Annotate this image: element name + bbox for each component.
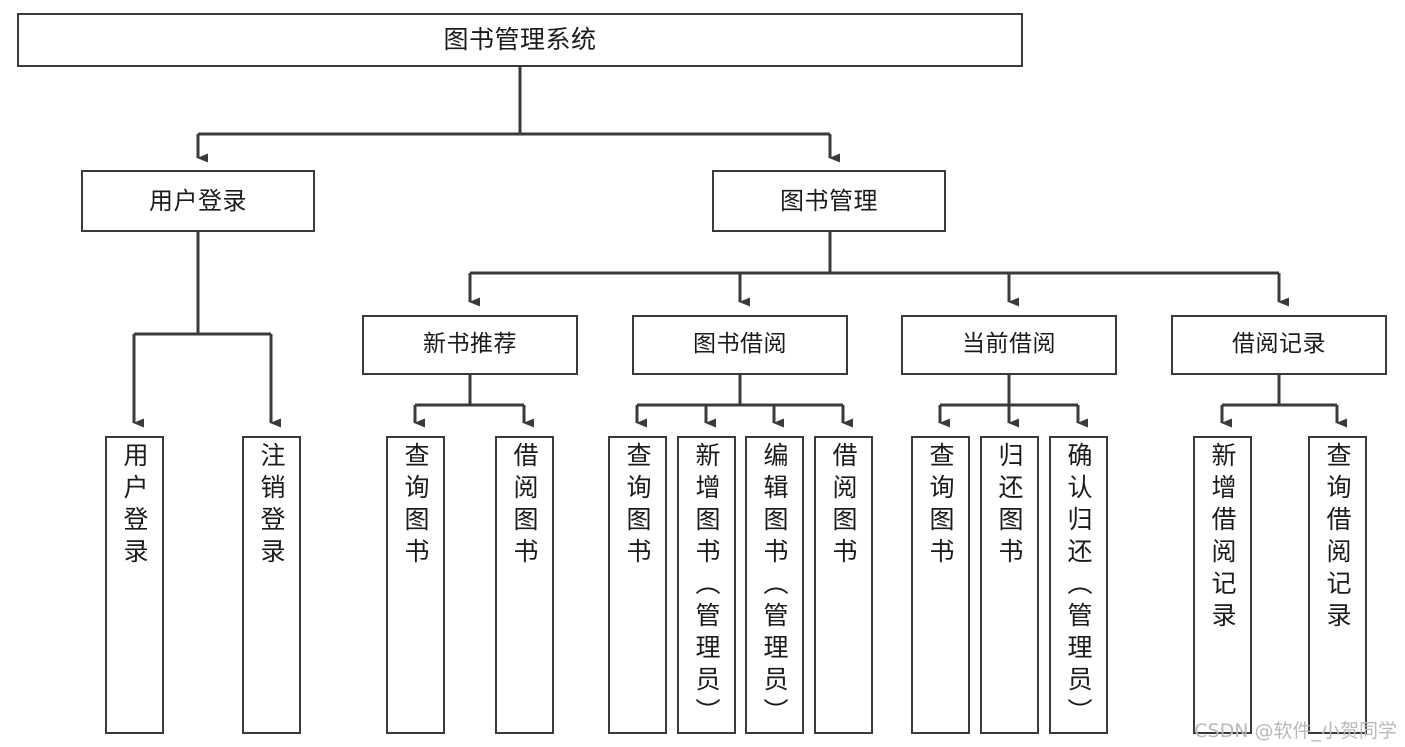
node-leaf-user-login-2-label: 注销登录 bbox=[257, 442, 286, 570]
csdn-watermark: CSDN @软件_小贺同学 bbox=[1194, 720, 1397, 742]
node-book-manage[interactable]: 图书管理 bbox=[712, 170, 946, 232]
node-leaf-book-borrow-1[interactable]: 查询图书 bbox=[608, 436, 667, 734]
node-leaf-current-borrow-3[interactable]: 确认归还（管理员） bbox=[1049, 436, 1108, 734]
node-leaf-book-borrow-1-label: 查询图书 bbox=[623, 442, 652, 570]
node-leaf-new-book-2-label: 借阅图书 bbox=[510, 442, 539, 570]
node-root-system[interactable]: 图书管理系统 bbox=[17, 13, 1023, 67]
node-leaf-book-borrow-2-label: 新增图书（管理员） bbox=[692, 442, 721, 730]
node-book-borrow[interactable]: 图书借阅 bbox=[632, 315, 848, 375]
node-root-system-label: 图书管理系统 bbox=[443, 25, 597, 54]
node-user-login-label: 用户登录 bbox=[149, 186, 247, 215]
node-leaf-current-borrow-1[interactable]: 查询图书 bbox=[911, 436, 970, 734]
node-leaf-book-borrow-3[interactable]: 编辑图书（管理员） bbox=[745, 436, 804, 734]
node-borrow-record[interactable]: 借阅记录 bbox=[1171, 315, 1387, 375]
node-leaf-borrow-record-1-label: 新增借阅记录 bbox=[1208, 442, 1237, 634]
node-leaf-new-book-1[interactable]: 查询图书 bbox=[386, 436, 445, 734]
node-leaf-book-borrow-4[interactable]: 借阅图书 bbox=[814, 436, 873, 734]
node-new-book-recommend[interactable]: 新书推荐 bbox=[362, 315, 578, 375]
node-leaf-book-borrow-4-label: 借阅图书 bbox=[829, 442, 858, 570]
node-user-login[interactable]: 用户登录 bbox=[81, 170, 315, 232]
node-leaf-user-login-1[interactable]: 用户登录 bbox=[105, 436, 164, 734]
node-current-borrow-label: 当前借阅 bbox=[962, 331, 1056, 358]
node-leaf-new-book-1-label: 查询图书 bbox=[401, 442, 430, 570]
node-book-manage-label: 图书管理 bbox=[780, 186, 878, 215]
node-leaf-current-borrow-1-label: 查询图书 bbox=[926, 442, 955, 570]
node-leaf-borrow-record-2[interactable]: 查询借阅记录 bbox=[1308, 436, 1367, 734]
node-leaf-book-borrow-3-label: 编辑图书（管理员） bbox=[760, 442, 789, 730]
node-leaf-new-book-2[interactable]: 借阅图书 bbox=[495, 436, 554, 734]
node-leaf-user-login-1-label: 用户登录 bbox=[120, 442, 149, 570]
node-leaf-book-borrow-2[interactable]: 新增图书（管理员） bbox=[677, 436, 736, 734]
node-leaf-user-login-2[interactable]: 注销登录 bbox=[242, 436, 301, 734]
node-leaf-borrow-record-2-label: 查询借阅记录 bbox=[1323, 442, 1352, 634]
node-book-borrow-label: 图书借阅 bbox=[693, 331, 787, 358]
node-leaf-current-borrow-2-label: 归还图书 bbox=[995, 442, 1024, 570]
node-leaf-current-borrow-2[interactable]: 归还图书 bbox=[980, 436, 1039, 734]
node-current-borrow[interactable]: 当前借阅 bbox=[901, 315, 1117, 375]
node-leaf-borrow-record-1[interactable]: 新增借阅记录 bbox=[1193, 436, 1252, 734]
node-leaf-current-borrow-3-label: 确认归还（管理员） bbox=[1064, 442, 1093, 730]
node-borrow-record-label: 借阅记录 bbox=[1232, 331, 1326, 358]
node-new-book-recommend-label: 新书推荐 bbox=[423, 331, 517, 358]
